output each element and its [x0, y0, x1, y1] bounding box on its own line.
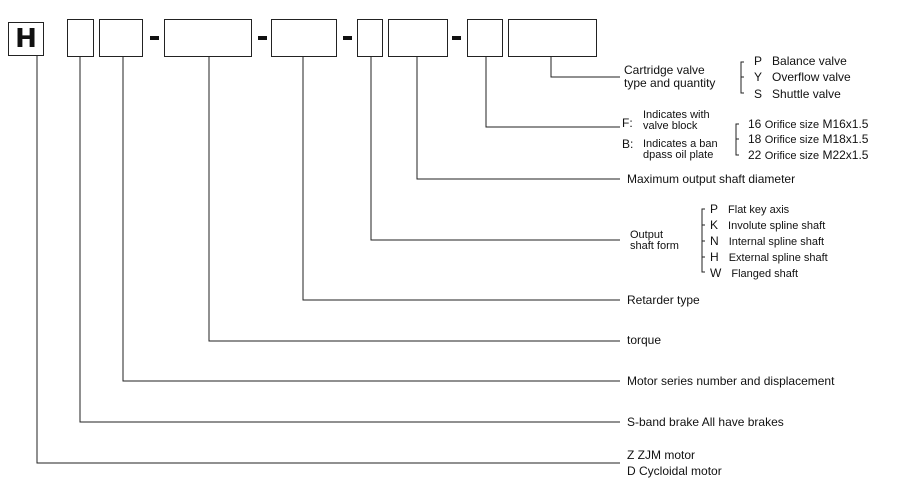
block-f-text: Indicates with valve block	[643, 109, 710, 132]
shaft-option-k: K Involute spline shaft	[710, 218, 826, 232]
motor-type-label: Z ZJM motor D Cycloidal motor	[627, 448, 722, 478]
connector-output-shaft	[370, 56, 620, 241]
valve-option-y: Y Overflow valve	[754, 70, 851, 84]
separator-dash	[343, 36, 352, 40]
shaft-option-n: N Internal spline shaft	[710, 234, 825, 248]
valve-option-s: S Shuttle valve	[754, 87, 841, 101]
code-box-h: H	[8, 22, 44, 56]
code-box-block	[467, 19, 503, 57]
block-code-b: B:	[622, 137, 634, 151]
connector-block	[485, 56, 620, 128]
brake-label: S-band brake All have brakes	[627, 415, 784, 429]
shaft-option-p: P Flat key axis	[710, 202, 790, 216]
separator-dash	[452, 36, 461, 40]
torque-label: torque	[627, 333, 662, 347]
max-shaft-label: Maximum output shaft diameter	[627, 172, 796, 186]
orifice-option-22: 22 Orifice size M22x1.5	[748, 148, 869, 162]
separator-dash	[150, 36, 159, 40]
shaft-option-w: W Flanged shaft	[710, 266, 798, 280]
connector-motor-type	[36, 56, 620, 464]
code-box-torque	[164, 19, 252, 57]
motor-series-label: Motor series number and displacement	[627, 374, 835, 388]
code-box-retarder	[271, 19, 337, 57]
orifice-option-18: 18 Orifice size M18x1.5	[748, 132, 869, 146]
orifice-option-16: 16 Orifice size M16x1.5	[748, 117, 869, 131]
output-shaft-label: Output shaft form	[630, 229, 679, 252]
block-b-text: Indicates a ban dpass oil plate	[643, 138, 718, 161]
code-box-shaft-form	[357, 19, 383, 57]
cartridge-valve-label: Cartridge valve type and quantity	[624, 63, 716, 90]
retarder-label: Retarder type	[627, 293, 700, 307]
code-box-cartridge	[508, 19, 597, 57]
connector-cartridge	[550, 56, 620, 78]
separator-dash	[258, 36, 267, 40]
code-box-shaft-diameter	[388, 19, 448, 57]
block-code-f: F:	[622, 116, 633, 130]
shaft-option-h: H External spline shaft	[710, 250, 828, 264]
code-box-brake	[67, 19, 94, 57]
valve-option-p: P Balance valve	[754, 54, 847, 68]
connector-motor-series	[122, 56, 620, 382]
connector-max-shaft	[416, 56, 620, 180]
connector-retarder	[302, 56, 620, 301]
connector-torque	[208, 56, 620, 342]
code-box-series	[99, 19, 143, 57]
connector-brake	[79, 56, 620, 423]
